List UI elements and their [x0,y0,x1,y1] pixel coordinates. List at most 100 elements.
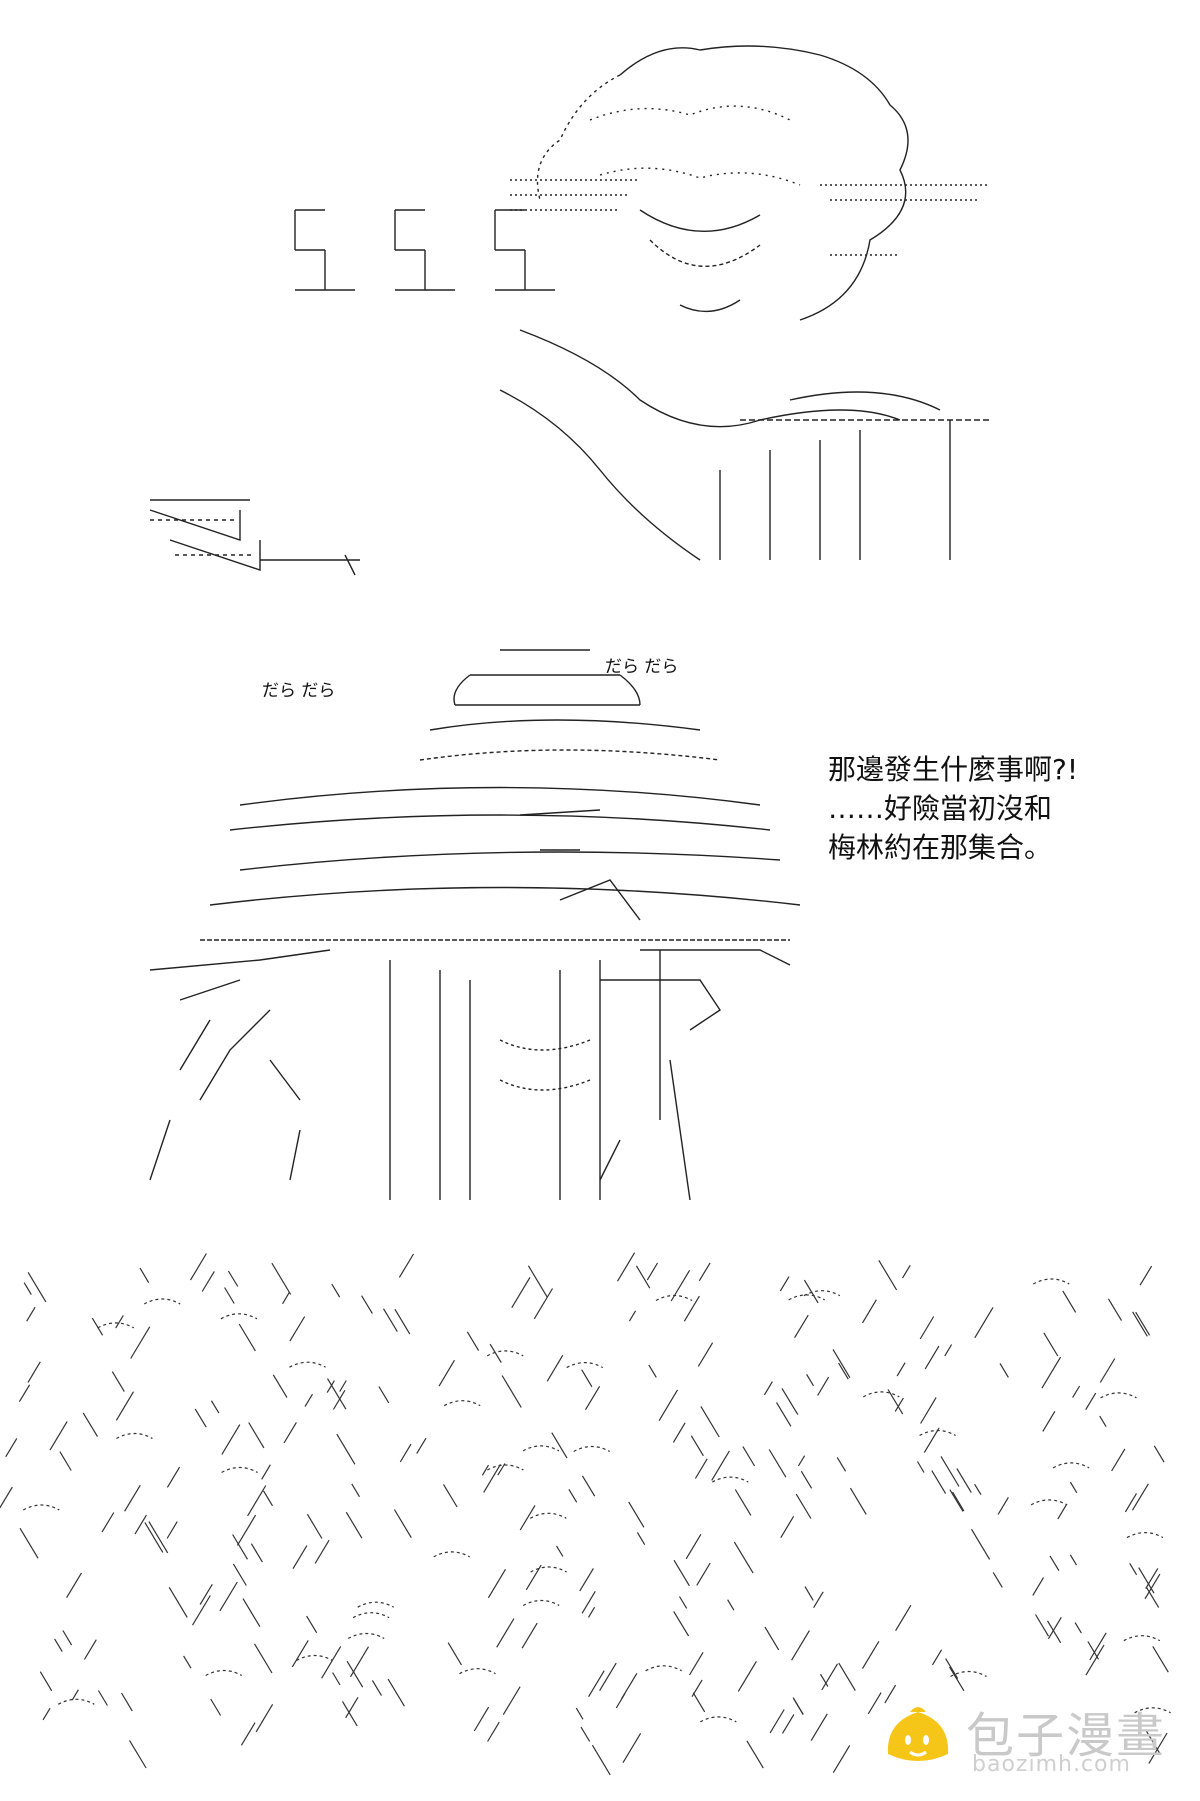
rain-stroke [332,1389,346,1410]
rain-stroke [646,1262,659,1281]
rain-splash [205,1669,242,1677]
rain-stroke [1139,1265,1153,1286]
rain-stroke [791,1630,810,1661]
rain-stroke [956,1468,972,1493]
rain-stroke [191,1595,211,1626]
rain-splash [863,1391,900,1398]
rain-stroke [1129,1562,1138,1576]
rain-stroke [700,1406,720,1438]
rain-stroke [219,1581,238,1612]
rain-stroke [5,1438,18,1458]
rain-splash [530,1512,567,1519]
rain-stroke [18,1384,31,1403]
rain-splash [97,1322,135,1329]
rain-splash [1100,1392,1137,1399]
rain-stroke [250,1543,263,1563]
rain-stroke [920,1397,937,1424]
rain-stroke [130,1326,151,1359]
rain-stroke [806,1373,815,1387]
rain-stroke [349,1646,370,1678]
rain-stroke [894,1397,904,1412]
rain-splash [655,1294,693,1302]
rain-stroke [901,1264,911,1279]
rain-splash [486,1350,524,1357]
rain-splash [433,1551,470,1558]
rain-stroke [1074,1622,1082,1634]
rain-stroke [221,1424,241,1455]
rain-stroke [1111,1448,1126,1472]
rain-splash [950,1670,987,1678]
rain-stroke [189,1253,207,1281]
rain-stroke [519,1505,536,1531]
sfx-dara-right: だら だら [605,657,679,677]
rain-stroke [821,1663,839,1691]
rain-stroke [166,1466,181,1488]
rain-stroke [1124,1493,1138,1513]
rain-stroke [306,1513,323,1539]
rain-stroke [1144,1573,1161,1600]
rain-stroke [194,1408,207,1428]
rain-stroke [546,1354,564,1382]
rain-splash [1126,1532,1164,1539]
rain-stroke [945,1658,959,1679]
rain-stroke [236,1514,257,1546]
rain-stroke [144,1522,164,1553]
rain-stroke [763,1381,773,1396]
bun-icon [887,1707,949,1761]
narration-line-1: 那邊發生什麼事啊?! [828,753,1079,786]
rain-stroke [115,1315,124,1329]
rain-stroke [1069,1554,1078,1566]
rain-stroke [210,1698,222,1716]
rain-splash [1033,1278,1070,1285]
rain-stroke [1041,1356,1062,1389]
rain-stroke [944,1344,953,1357]
rain-stroke [733,1541,754,1574]
rain-stroke [895,1604,912,1632]
rain-stroke [813,1591,824,1609]
watermark-url: baozimh.com [972,1752,1131,1777]
rain-stroke [591,1744,611,1776]
rain-stroke [588,1670,605,1698]
rain-stroke [711,1450,730,1481]
rain-stroke [54,1638,63,1652]
rain-stroke [867,1692,882,1715]
rain-stroke [781,1714,795,1734]
rain-stroke [345,1696,359,1719]
rain-stroke [139,1267,150,1284]
rain-stroke [525,1564,542,1591]
rain-stroke [628,1310,637,1322]
rain-stroke [97,1690,108,1706]
rain-stroke [253,1643,273,1674]
rain-stroke [473,1706,490,1732]
rain-stroke [101,1512,115,1533]
rain-stroke [227,1270,239,1287]
watermark: 包子漫畫 baozimh.com [880,1690,1180,1780]
rain-stroke [371,1680,383,1696]
rain-stroke [82,1412,99,1437]
rain-stroke [238,1323,256,1352]
rain-stroke [838,1362,849,1380]
rain-stroke [83,1639,97,1660]
rain-stroke [271,1262,292,1295]
rain-stroke [970,1528,991,1560]
rain-stroke [292,1545,308,1570]
rain-stroke [345,1511,363,1539]
rain-stroke [496,1618,515,1648]
rain-stroke [346,1660,364,1688]
rain-stroke [584,1385,601,1411]
rain-splash [1052,1462,1090,1469]
rain-splash [566,1362,603,1369]
rain-stroke [775,1402,792,1427]
rain-stroke [694,1458,708,1479]
rain-stroke [201,1271,215,1292]
rain-stroke [247,1485,267,1517]
rain-splash [347,1632,385,1640]
rain-stroke [59,1451,72,1471]
rain-splash [919,1429,956,1437]
rain-stroke [26,1306,36,1322]
rain-stroke [575,1707,584,1720]
rain-stroke [779,1276,790,1292]
rain-stroke [168,1586,188,1618]
rain-stroke [533,1288,554,1320]
rain-stroke [248,1422,265,1449]
